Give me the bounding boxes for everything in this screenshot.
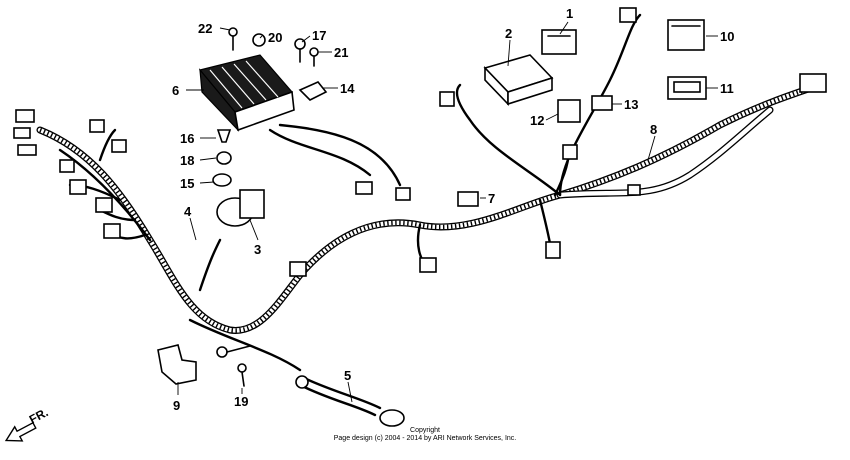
callout-15: 15 [180,176,194,191]
callout-numbers: 1 2 3 4 5 6 7 8 9 10 11 12 13 14 15 16 1… [172,6,734,413]
connector-13 [591,95,613,111]
tube-5 [295,375,405,427]
callout-2: 2 [505,26,512,41]
relay-holder-11 [667,76,707,100]
callout-9: 9 [173,398,180,413]
callout-5: 5 [344,368,351,383]
bracket-9 [157,344,197,385]
callout-3: 3 [254,242,261,257]
grommets-left [212,129,232,187]
callout-21: 21 [334,45,348,60]
callout-16: 16 [180,131,194,146]
callout-17: 17 [312,28,326,43]
callout-1: 1 [566,6,573,21]
front-arrow-icon [4,421,37,442]
callout-22: 22 [198,21,212,36]
callout-20: 20 [268,30,282,45]
callout-8: 8 [650,122,657,137]
ground-terminal [216,345,251,358]
callout-7: 7 [488,191,495,206]
callout-13: 13 [624,97,638,112]
regulator-rectifier [198,54,295,132]
callout-12: 12 [530,113,544,128]
relay-12 [557,99,581,123]
relay-box-10 [667,19,705,51]
starter-relay [216,189,265,227]
callout-4: 4 [184,204,192,219]
callout-10: 10 [720,29,734,44]
front-direction-indicator: FR. [4,405,50,442]
callout-6: 6 [172,83,179,98]
main-wire-harness [36,13,824,372]
harness-connectors [289,7,827,277]
callout-14: 14 [340,81,355,96]
copyright-notice: Copyright Page design (c) 2004 - 2014 by… [334,427,517,442]
copyright-line-1: Copyright [410,427,440,434]
bracket-14 [298,81,328,101]
bolt-19 [237,363,247,387]
callout-11: 11 [720,81,734,96]
connector-1 [541,29,577,55]
connector-7 [457,191,479,207]
copyright-line-2: Page design (c) 2004 - 2014 by ARI Netwo… [334,435,517,442]
callout-18: 18 [180,153,194,168]
leader-lines [177,21,718,403]
left-connector-cluster [13,109,127,239]
callout-19: 19 [234,394,248,409]
control-unit-box [483,54,554,106]
